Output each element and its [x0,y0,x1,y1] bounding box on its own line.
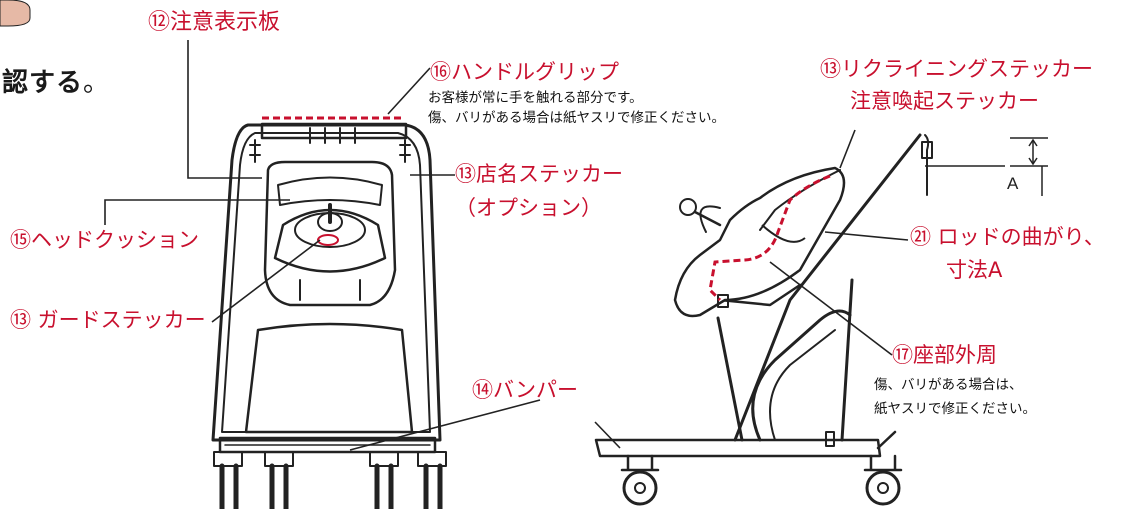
label-shop-name-sticker: ⑬店名ステッカー [455,162,623,186]
note-seat-perimeter-1: 傷、バリがある場合は、 [874,377,1023,393]
heading-suffix: 。 [83,68,111,98]
label-recline-sticker: ⑬リクライニングステッカー [820,57,1093,81]
label-caution-sign-board: ⑫注意表示板 [148,10,281,35]
label-handle-grip: ⑯ハンドルグリップ [430,60,619,84]
front-view-cart [211,122,447,509]
side-view-cart [594,133,933,506]
seat-perimeter-highlight [708,174,831,302]
recline-arc [761,224,806,243]
section-badge [0,0,31,27]
leader-lines [104,40,909,451]
note-handle-grip-2: 傷、バリがある場合は紙ヤスリで修正ください。 [428,110,725,126]
dimension-a-marker [925,137,1048,196]
label-rod-bend: ㉑ ロッドの曲がり、 [910,225,1105,249]
label-dimension-a: 寸法A [946,258,1003,282]
label-guard-sticker: ⑬ ガードステッカー [10,308,206,332]
label-shop-name-option: （オプション） [455,196,602,220]
label-caution-sticker: 注意喚起ステッカー [850,89,1039,113]
section-heading: 認する。 [2,62,110,99]
note-handle-grip-1: お客様が常に手を触れる部分です。 [428,90,643,106]
label-seat-perimeter: ⑰座部外周 [892,343,997,367]
heading-text: 認する [2,68,84,98]
note-seat-perimeter-2: 紙ヤスリで修正ください。 [874,401,1036,417]
label-head-cushion: ⑮ヘッドクッション [10,228,199,252]
dimension-a-label: A [1007,174,1019,193]
label-bumper: ⑭バンパー [472,378,579,402]
